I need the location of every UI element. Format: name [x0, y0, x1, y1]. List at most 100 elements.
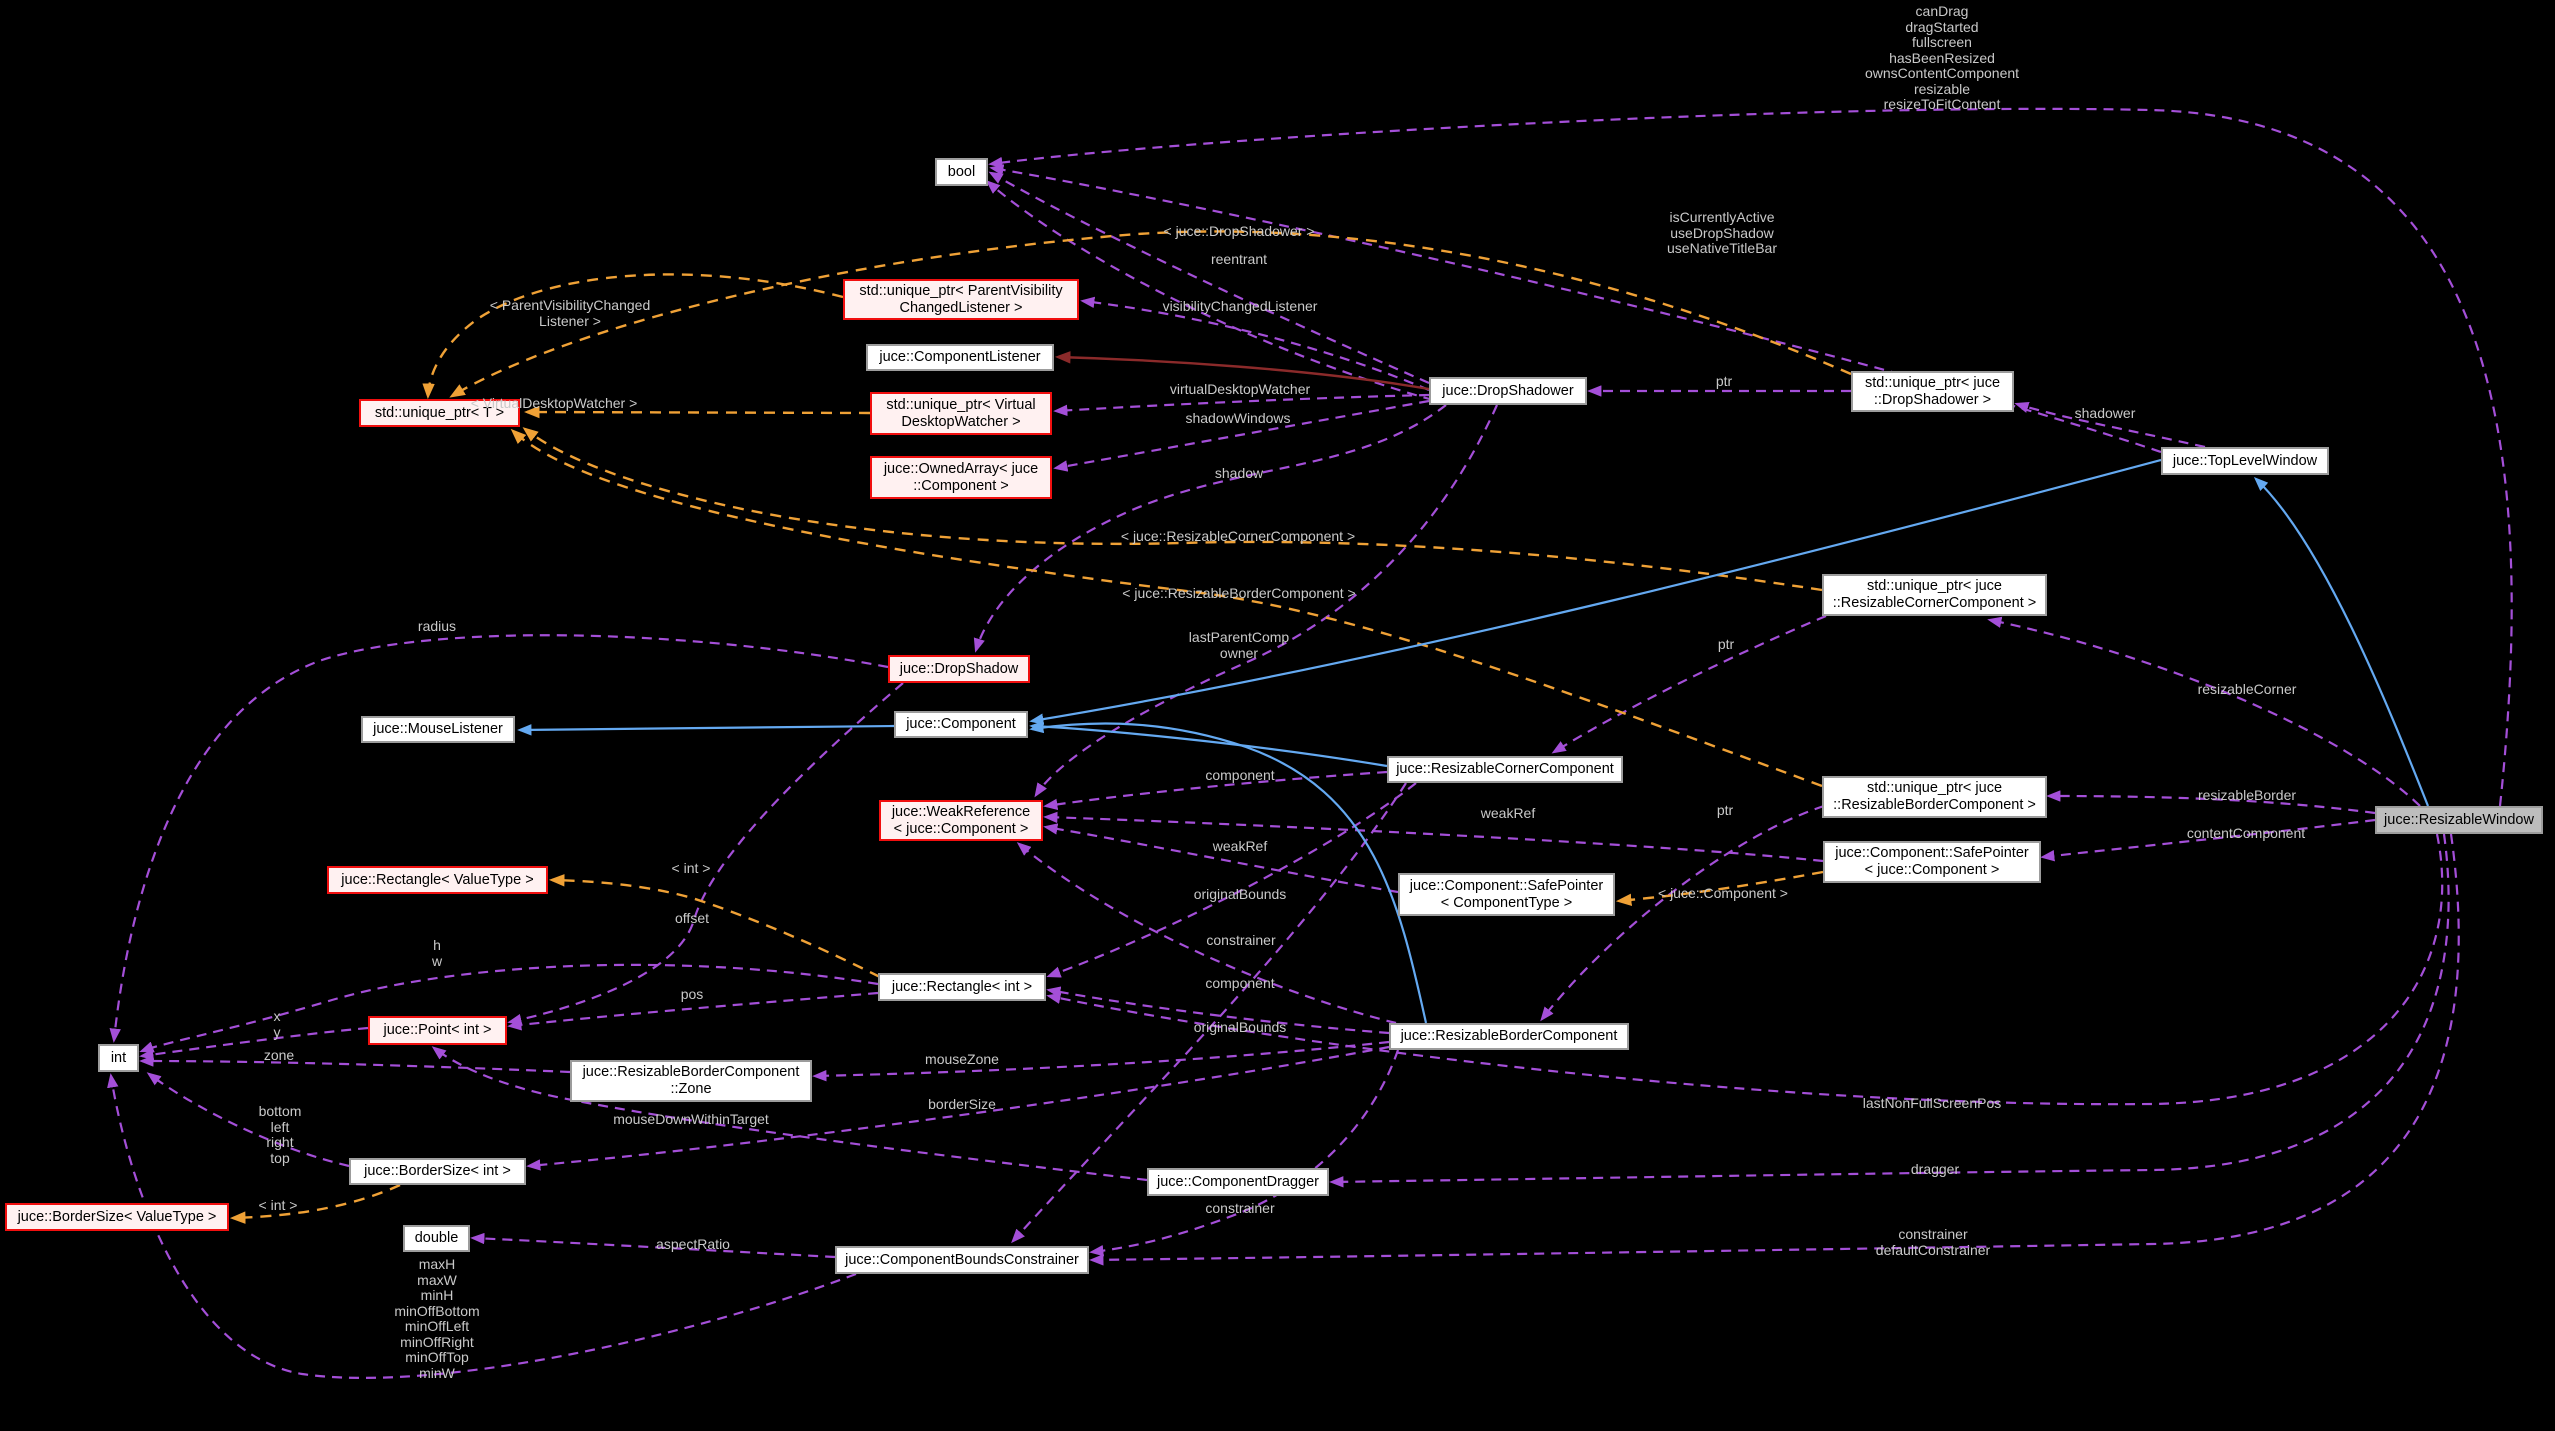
edge-label-original-bounds-upper: originalBounds [1193, 886, 1287, 902]
node-unique-ptr-parent-visibility-changed-listener[interactable]: std::unique_ptr< ParentVisibility Change… [843, 279, 1079, 320]
node-unique-ptr-drop-shadower[interactable]: std::unique_ptr< juce ::DropShadower > [1851, 371, 2014, 412]
edge-drop-shadower-to-drop-shadow [973, 404, 1447, 653]
edge-rbc-to-constrainer [1089, 1049, 1400, 1257]
edge-border-size-to-int [146, 1072, 350, 1168]
edge-label-resizable-border: resizableBorder [2197, 787, 2297, 803]
node-safe-pointer-component[interactable]: juce::Component::SafePointer < juce::Com… [1823, 841, 2041, 883]
node-owned-array-component[interactable]: juce::OwnedArray< juce ::Component > [870, 456, 1052, 499]
edge-label-constrainer-mid: constrainer [1205, 1200, 1275, 1216]
edge-constrainer-to-int [107, 1073, 857, 1379]
edge-template-pvcl-to-unique-ptr-t [422, 273, 844, 400]
edge-drop-shadower-to-bool-active [988, 171, 1430, 385]
edge-label-weak-ref-upper: weakRef [1480, 805, 1536, 821]
edge-resizable-window-to-unique-ptr-rcc [1987, 616, 2421, 807]
edge-rectangle-int-to-point [507, 991, 879, 1031]
node-resizable-corner-component[interactable]: juce::ResizableCornerComponent [1387, 756, 1623, 783]
node-resizable-window[interactable]: juce::ResizableWindow [2375, 806, 2543, 834]
edge-label-template-drop-shadower: < juce::DropShadower > [1163, 223, 1315, 239]
node-rectangle-value-type[interactable]: juce::Rectangle< ValueType > [327, 866, 548, 894]
node-border-size-value-type[interactable]: juce::BorderSize< ValueType > [5, 1203, 229, 1231]
edge-label-zone: zone [263, 1047, 295, 1063]
edge-label-resizable-corner: resizableCorner [2197, 681, 2297, 697]
edge-drop-shadower-to-weak-reference [1034, 404, 1499, 798]
edge-label-last-parent-comp-owner: lastParentComp owner [1188, 629, 1290, 661]
edge-label-reentrant: reentrant [1210, 251, 1268, 267]
edge-label-ptr-drop-shadower: ptr [1715, 373, 1733, 389]
edge-label-virtual-desktop-watcher: virtualDesktopWatcher [1169, 381, 1311, 397]
edge-label-is-currently-active: isCurrentlyActive useDropShadow useNativ… [1667, 209, 1777, 256]
edge-template-vdw-to-unique-ptr-t [523, 405, 871, 419]
edge-label-content-component: contentComponent [2186, 825, 2306, 841]
node-unique-ptr-t[interactable]: std::unique_ptr< T > [359, 399, 520, 427]
edge-rbc-to-weak-reference [1016, 842, 1397, 1025]
edge-label-component-border: component [1205, 975, 1275, 991]
edge-drop-shadower-to-desktop-watcher [1053, 393, 1430, 417]
edge-rcc-to-weak-reference [1043, 770, 1388, 811]
node-component-dragger[interactable]: juce::ComponentDragger [1147, 1168, 1329, 1196]
node-top-level-window[interactable]: juce::TopLevelWindow [2161, 447, 2329, 475]
edge-label-weak-ref-lower: weakRef [1212, 838, 1268, 854]
edge-label-offset: offset [675, 910, 709, 926]
edge-resizable-window-to-dragger [1329, 833, 2450, 1188]
edge-safe-pointer-to-weak-reference [1043, 811, 1824, 863]
node-rectangle-int[interactable]: juce::Rectangle< int > [878, 973, 1046, 1001]
edge-rbc-inherits-component [1029, 721, 1428, 1024]
edge-template-ds-to-unique-ptr-t [449, 230, 1852, 398]
node-component-bounds-constrainer[interactable]: juce::ComponentBoundsConstrainer [835, 1246, 1089, 1274]
edge-label-visibility-changed-listener: visibilityChangedListener [1162, 298, 1318, 314]
edge-drop-shadow-to-int [109, 634, 889, 1043]
edge-rbc-to-rectangle-int [1046, 986, 1390, 1035]
edge-drop-shadower-to-owned-array [1053, 399, 1430, 472]
edge-drop-shadower-to-visibility-listener [1080, 296, 1430, 392]
edge-resizable-window-to-rectangle-int [1046, 833, 2444, 1106]
node-bool[interactable]: bool [935, 158, 988, 186]
edge-label-resizable-window-bools: canDrag dragStarted fullscreen hasBeenRe… [1864, 3, 2020, 112]
edge-template-rcc-to-unique-ptr-t [522, 427, 1823, 592]
edge-rcc-to-rectangle-int [1046, 782, 1417, 978]
node-safe-pointer-component-type[interactable]: juce::Component::SafePointer < Component… [1398, 873, 1615, 916]
node-mouse-listener[interactable]: juce::MouseListener [361, 716, 515, 743]
edge-dragger-to-point [431, 1046, 1148, 1182]
edge-label-border-size: borderSize [928, 1096, 996, 1112]
node-component[interactable]: juce::Component [894, 711, 1028, 738]
edge-label-last-non-full-screen-pos: lastNonFullScreenPos [1862, 1095, 2002, 1111]
edge-rbc-to-zone [812, 1040, 1390, 1082]
edge-template-rbc-to-unique-ptr-t [510, 428, 1823, 788]
node-resizable-border-component-zone[interactable]: juce::ResizableBorderComponent ::Zone [570, 1060, 812, 1102]
edge-label-shadow: shadow [1214, 465, 1264, 481]
edge-tlw-inherits-component [1029, 458, 2162, 725]
edge-label-shadower: shadower [2074, 405, 2136, 421]
node-weak-reference-component[interactable]: juce::WeakReference < juce::Component > [879, 800, 1043, 841]
edge-zone-to-int [139, 1055, 571, 1074]
node-resizable-border-component[interactable]: juce::ResizableBorderComponent [1389, 1023, 1629, 1050]
edge-label-aspect-ratio: aspectRatio [656, 1236, 730, 1252]
edge-rcc-to-constrainer [1011, 782, 1407, 1244]
node-drop-shadow[interactable]: juce::DropShadow [888, 655, 1030, 683]
edge-point-to-int [139, 1026, 369, 1061]
node-double[interactable]: double [403, 1225, 470, 1252]
edge-label-ptr-corner: ptr [1717, 636, 1735, 652]
edge-resizable-window-to-bool [988, 107, 2513, 807]
node-unique-ptr-resizable-corner-component[interactable]: std::unique_ptr< juce ::ResizableCornerC… [1822, 574, 2047, 616]
node-unique-ptr-virtual-desktop-watcher[interactable]: std::unique_ptr< Virtual DesktopWatcher … [870, 392, 1052, 435]
edge-label-ptr-border: ptr [1716, 802, 1734, 818]
edge-label-template-int-border-size: < int > [258, 1197, 298, 1213]
node-point-int[interactable]: juce::Point< int > [368, 1016, 507, 1045]
edge-label-bottom-left-right-top: bottom left right top [258, 1103, 302, 1166]
edge-label-mouse-down-within-target: mouseDownWithinTarget [613, 1111, 769, 1127]
edge-label-template-resizable-corner-component: < juce::ResizableCornerComponent > [1120, 528, 1356, 544]
edge-label-radius: radius [417, 618, 457, 634]
edge-label-constrainer-upper: constrainer [1206, 932, 1276, 948]
node-border-size-int[interactable]: juce::BorderSize< int > [349, 1158, 526, 1185]
edge-label-template-virtual-desktop-watcher: < VirtualDesktopWatcher > [470, 395, 638, 411]
edge-resizable-window-to-unique-ptr-rbc [2046, 790, 2376, 815]
node-unique-ptr-resizable-border-component[interactable]: std::unique_ptr< juce ::ResizableBorderC… [1822, 776, 2047, 818]
edge-label-template-component: < juce::Component > [1658, 885, 1788, 901]
edge-constrainer-to-double [470, 1232, 836, 1259]
node-drop-shadower[interactable]: juce::DropShadower [1429, 377, 1587, 405]
node-int[interactable]: int [98, 1044, 139, 1072]
node-component-listener[interactable]: juce::ComponentListener [866, 344, 1054, 371]
edge-resizable-window-to-constrainer [1089, 833, 2460, 1266]
